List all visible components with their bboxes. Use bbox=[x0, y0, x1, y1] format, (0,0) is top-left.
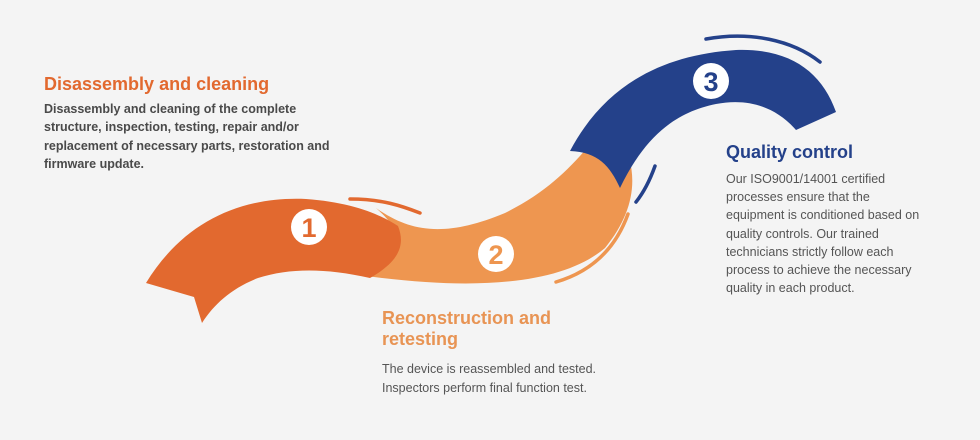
step-3-number: 3 bbox=[703, 67, 718, 97]
step-2-number: 2 bbox=[488, 240, 503, 270]
decorative-arc-1 bbox=[348, 197, 422, 215]
step-1-text-block: Disassembly and cleaning Disassembly and… bbox=[44, 74, 344, 173]
ribbon-segment-1 bbox=[146, 198, 401, 323]
step-2-title: Reconstruction and retesting bbox=[382, 308, 612, 350]
step-1-title: Disassembly and cleaning bbox=[44, 74, 270, 94]
step-1-description: Disassembly and cleaning of the complete… bbox=[44, 102, 330, 171]
step-3-text-block: Quality control Our ISO9001/14001 certif… bbox=[726, 142, 926, 297]
decorative-arc-4 bbox=[634, 164, 657, 204]
step-1-badge: 1 bbox=[291, 209, 327, 245]
step-2-description-line-1: The device is reassembled and tested. bbox=[382, 362, 597, 377]
step-2-title-line-2: retesting bbox=[382, 329, 459, 350]
ribbon-segment-3 bbox=[570, 49, 836, 189]
step-3-title: Quality control bbox=[726, 142, 854, 162]
step-2-badge: 2 bbox=[478, 236, 514, 272]
step-2-text-block: Reconstruction and retesting The device … bbox=[382, 308, 612, 398]
decorative-arc-2 bbox=[554, 212, 630, 284]
step-2-title-line-1: Reconstruction and bbox=[382, 308, 552, 328]
ribbon-segment-2 bbox=[366, 136, 633, 284]
step-3-badge: 3 bbox=[693, 63, 729, 99]
decorative-arc-3 bbox=[704, 34, 822, 64]
step-2-description-line-2: Inspectors perform final function test. bbox=[382, 380, 587, 395]
step-2-description: The device is reassembled and tested. In… bbox=[382, 360, 612, 398]
step-3-description: Our ISO9001/14001 certified processes en… bbox=[726, 172, 920, 295]
step-1-number: 1 bbox=[301, 213, 316, 243]
